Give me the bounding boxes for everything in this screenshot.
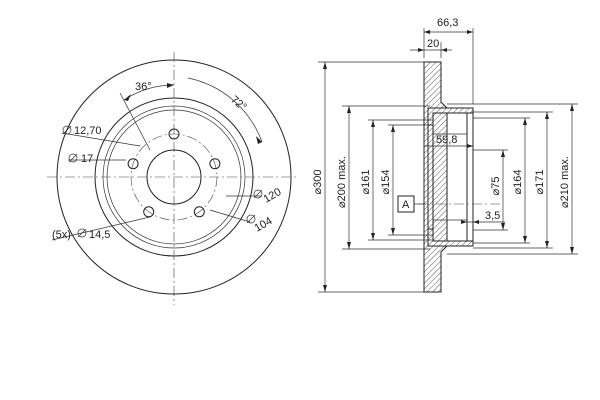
dia-12-70-label: 12,70 <box>74 125 102 137</box>
dia-75-label: ⌀75 <box>490 177 502 196</box>
dia-104-label: 104 <box>253 215 275 235</box>
front-view: 36° 72° 12,70 17 (5x) 14,5 120 104 <box>47 52 298 305</box>
angle-72-label: 72° <box>228 94 248 114</box>
bolt-hole <box>168 128 180 140</box>
width-66-3-label: 66,3 <box>437 17 458 29</box>
dia-12-70-symbol <box>62 125 72 135</box>
section-view: 66,3 20 59,8 3,5 A ⌀300 ⌀200 max. <box>312 17 578 293</box>
dia-17-symbol <box>68 153 78 163</box>
dia-104-symbol <box>246 214 256 224</box>
dia-164-label: ⌀164 <box>512 170 524 195</box>
width-20-label: 20 <box>427 38 439 50</box>
dia-14-5-label: 14,5 <box>89 229 110 241</box>
dim-3-5-label: 3,5 <box>485 210 500 222</box>
dia-300-label: ⌀300 <box>312 170 324 195</box>
dia-14-5-symbol <box>77 228 87 238</box>
disc-section-profile <box>423 61 448 293</box>
dia-171-label: ⌀171 <box>534 170 546 195</box>
angle-36-label: 36° <box>135 81 152 93</box>
bolt-holes <box>127 128 221 218</box>
dia-161-label: ⌀161 <box>360 170 372 195</box>
dia-120-label: 120 <box>262 186 284 206</box>
bolt-hole <box>193 206 205 218</box>
bolt-hole <box>127 158 139 170</box>
dia-120-symbol <box>253 189 263 199</box>
bolt-hole <box>143 206 155 218</box>
dia-154-label: ⌀154 <box>380 170 392 195</box>
dia-210-max-label: ⌀210 max. <box>559 156 571 208</box>
hole-count-label: (5x) <box>52 229 71 241</box>
angle-72-arc <box>187 77 263 143</box>
bolt-hole <box>209 158 221 170</box>
dim-59-8-label: 59,8 <box>436 134 457 146</box>
dia-200-max-label: ⌀200 max. <box>336 156 348 208</box>
dia-17-label: 17 <box>81 153 93 165</box>
datum-a-label: A <box>402 199 410 211</box>
